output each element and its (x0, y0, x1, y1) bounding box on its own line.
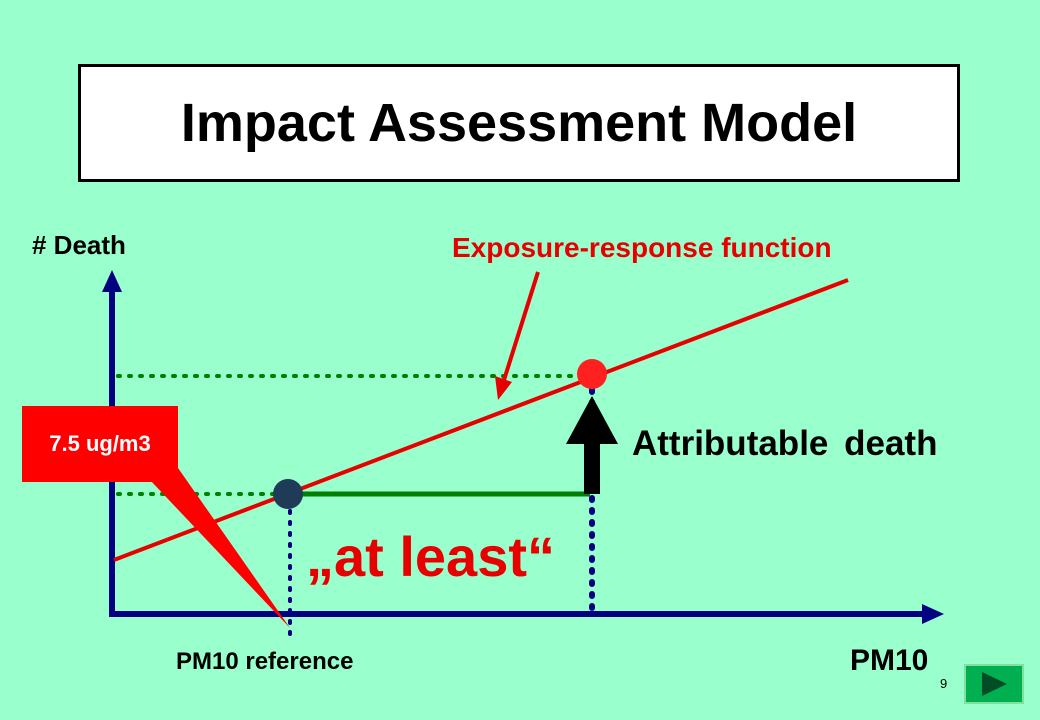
next-slide-button[interactable] (964, 664, 1024, 704)
reference-value-callout: 7.5 ug/m3 (22, 406, 178, 482)
page-number: 9 (940, 676, 948, 691)
title-box: Impact Assessment Model (78, 64, 960, 182)
reference-point (273, 479, 303, 509)
x-axis-arrowhead (922, 604, 944, 624)
attributable-death-label: Attributable death (632, 424, 938, 463)
exposure-response-line (113, 278, 849, 562)
callout-text: 7.5 ug/m3 (49, 431, 151, 456)
y-axis-arrowhead (102, 270, 122, 292)
callout-pointer (150, 468, 290, 628)
play-arrow-icon (982, 672, 1007, 696)
pointer-arrow-shaft (502, 271, 540, 381)
page-title: Impact Assessment Model (180, 93, 858, 153)
exposure-point (577, 359, 607, 389)
exposure-response-label: Exposure-response function (452, 232, 832, 263)
y-axis-label: # Death (32, 230, 126, 260)
pointer-arrowhead (495, 376, 512, 400)
attributable-arrow (566, 396, 618, 494)
x-axis-label: PM10 (850, 644, 929, 677)
reference-label: PM10 reference (176, 648, 354, 675)
at-least-label: „at least“ (306, 525, 555, 588)
